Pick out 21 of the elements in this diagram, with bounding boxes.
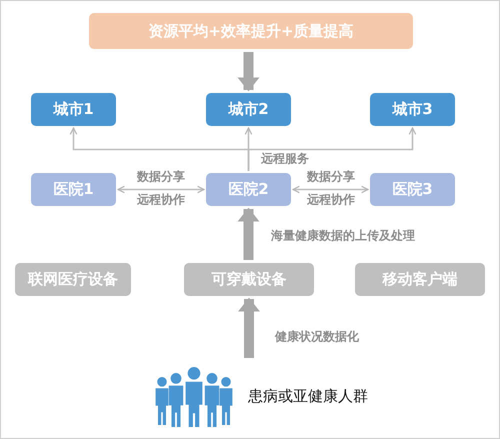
city-box: 城市3: [370, 93, 455, 126]
edge-label: 远程服务: [259, 150, 311, 168]
device-box: 联网医疗设备: [15, 263, 131, 296]
device-box: 移动客户端: [355, 263, 485, 296]
note-text: 远程协作: [305, 192, 357, 208]
edge-label: 数据分享: [135, 168, 187, 186]
hospital-box: 医院1: [31, 173, 116, 206]
city-box: 城市1: [31, 93, 116, 126]
edge-label: 健康状况数据化: [273, 328, 361, 346]
connector-arrow: [292, 186, 369, 194]
edge-label: 数据分享: [305, 168, 357, 186]
goal-box: 资源平均+效率提升+质量提高: [89, 13, 413, 49]
edge-label: 海量健康数据的上传及处理: [269, 228, 417, 244]
city-box: 城市2: [206, 93, 291, 126]
group-label: 患病或亚健康人群: [248, 386, 368, 406]
hospital-box: 医院2: [206, 173, 291, 206]
connector-arrow: [248, 127, 416, 171]
hospital-box: 医院3: [370, 173, 455, 206]
connector-arrow: [117, 186, 205, 194]
note-text: 远程协作: [135, 192, 187, 208]
device-box: 可穿戴设备: [184, 263, 314, 296]
